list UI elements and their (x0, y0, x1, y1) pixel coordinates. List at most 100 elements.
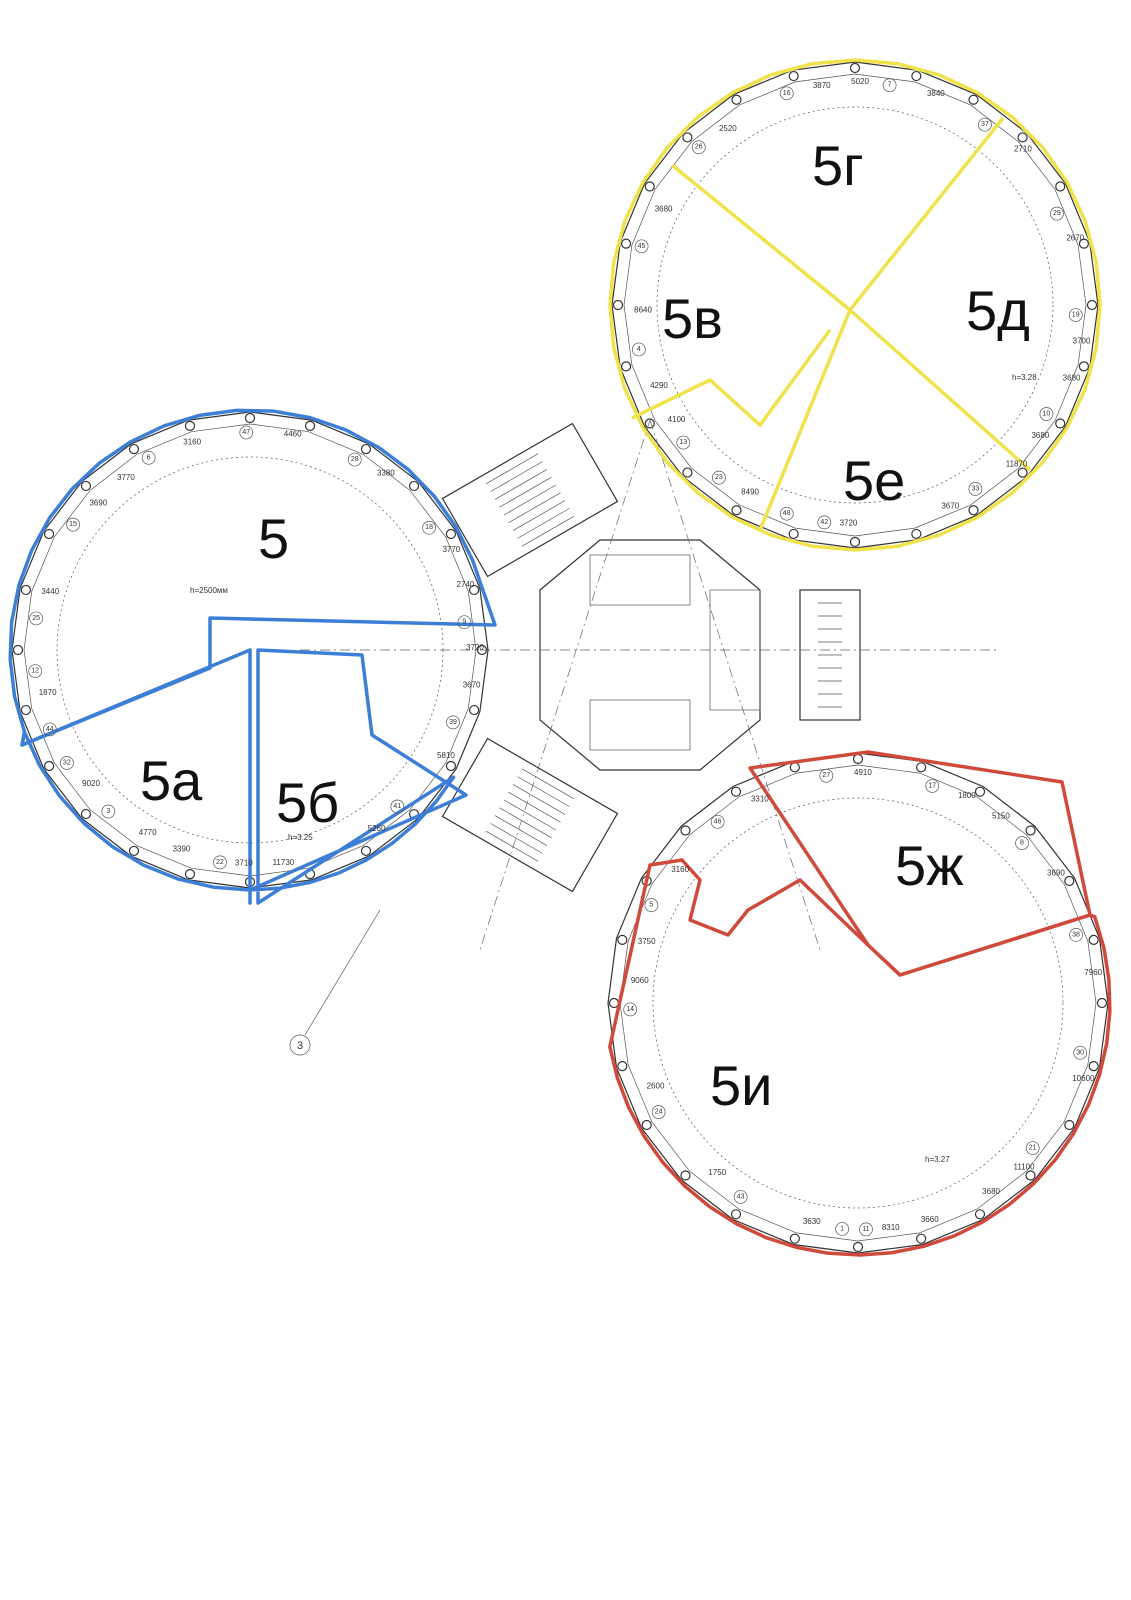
room-number: 38 (1072, 931, 1080, 938)
zone-5b-outline (248, 648, 468, 905)
room-number-marker (141, 450, 156, 465)
room-number-marker (712, 470, 726, 485)
stairwell (441, 737, 619, 893)
dimension-label: 3670 (941, 501, 959, 510)
dimension-label: 5260 (368, 824, 386, 833)
zone-label-5a: 5а (140, 749, 203, 812)
axis-line (649, 419, 821, 951)
dimension-label: 1870 (39, 688, 57, 697)
room-number: 24 (655, 1109, 663, 1116)
room-number-marker (213, 855, 227, 870)
column-icon (682, 467, 693, 478)
room-number-marker (28, 664, 43, 678)
dimension-label: 3870 (813, 81, 831, 90)
room-number-marker (968, 481, 983, 496)
axis-line (479, 419, 651, 951)
column-icon (617, 1061, 628, 1072)
height-annotation-bottom: h=3.27 (925, 1155, 950, 1164)
dimension-label: 2520 (719, 124, 737, 133)
height-annotation-left: h=2500мм (190, 586, 228, 595)
column-icon (974, 786, 986, 797)
dimension-label: 3390 (173, 845, 191, 854)
column-icon (244, 412, 256, 424)
room-number-marker (733, 1190, 748, 1204)
column-icon (612, 299, 624, 311)
column-icon (617, 934, 628, 945)
dimension-label: 2670 (1066, 233, 1084, 242)
room-number-marker (623, 1002, 638, 1017)
dimension-label: 9020 (82, 779, 100, 788)
column-icon (788, 70, 799, 82)
zone-5a-outline (20, 648, 252, 905)
dimension-label: 8490 (741, 487, 759, 496)
column-icon (1088, 934, 1099, 945)
dimension-label: 4290 (650, 381, 668, 390)
dimension-label: 3380 (377, 468, 395, 477)
room-number-marker (1050, 206, 1064, 221)
room-number-marker (634, 239, 649, 254)
height-annotation-5b: h=3.25 (288, 833, 313, 842)
room-number-marker (779, 86, 794, 101)
room-number-marker (859, 1222, 873, 1237)
dimension-label: 8310 (882, 1223, 900, 1232)
room-number: 22 (216, 859, 224, 866)
dimension-label: 3720 (466, 643, 484, 652)
room-number: 9 (462, 619, 466, 626)
room-number: 8 (1020, 840, 1024, 847)
room-number: 26 (695, 144, 703, 151)
room-number-marker (882, 78, 897, 93)
room-number-marker (1039, 407, 1054, 421)
column-icon (916, 1233, 927, 1244)
room-number: 46 (714, 818, 722, 825)
axis-leader (304, 909, 381, 1036)
outer-wall (611, 61, 1099, 549)
column-icon (1088, 1061, 1099, 1072)
room-number-marker (978, 117, 992, 132)
room-number: 1 (840, 1225, 844, 1232)
dimension-label: 3700 (1073, 336, 1091, 345)
zone-5i-outline (608, 858, 1112, 1257)
column-icon (360, 845, 372, 857)
room-number: 23 (715, 474, 723, 481)
dimension-label: 11100 (1013, 1163, 1035, 1172)
column-icon (1096, 997, 1108, 1009)
room-number-marker (1069, 927, 1083, 942)
dimension-label: 3680 (655, 205, 673, 214)
inner-wall (23, 423, 477, 877)
column-icon (968, 505, 979, 516)
column-icon (128, 443, 140, 455)
room-number: 25 (32, 615, 40, 622)
column-icon (1055, 181, 1066, 192)
column-icon (1025, 825, 1036, 836)
column-icon (968, 94, 979, 105)
stairwell (441, 422, 619, 578)
zone-label-5b: 5б (276, 771, 339, 834)
column-icon (1086, 299, 1098, 311)
dimension-labels: 3720368036603390410090603690387018003770… (39, 77, 1103, 1232)
room-number: 37 (981, 121, 989, 128)
room-number-marker (779, 506, 794, 521)
room-number-marker (422, 520, 436, 535)
column-icon (730, 786, 742, 797)
column-icon (789, 1233, 800, 1244)
column-icon (974, 1209, 986, 1220)
room-number: 7 (888, 82, 892, 89)
room-number: 45 (638, 243, 646, 250)
column-icon (620, 238, 632, 249)
zone-divider (631, 328, 832, 428)
column-icon (408, 480, 420, 492)
room-number: 27 (822, 772, 830, 779)
zone-outlines (8, 58, 1112, 1257)
room-number-marker (676, 435, 691, 450)
column-icon (644, 181, 655, 192)
dimension-label: 9060 (631, 976, 649, 985)
dimension-label: 3770 (442, 545, 460, 554)
room-number: 42 (820, 519, 828, 526)
room-number-marker (457, 615, 472, 630)
room-number-marker (835, 1222, 849, 1236)
column-icon (911, 70, 922, 82)
dimension-label: 1750 (708, 1168, 726, 1177)
inner-wall (623, 73, 1087, 537)
column-icon (184, 868, 196, 880)
room-number: 16 (783, 90, 791, 97)
